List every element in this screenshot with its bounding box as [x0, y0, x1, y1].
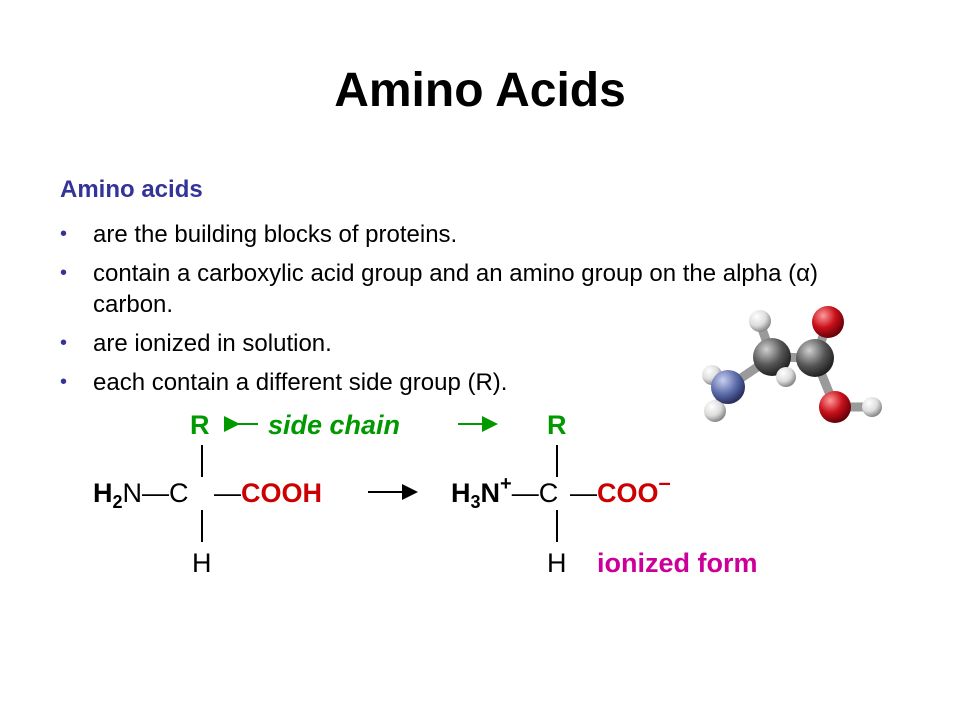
bullet-dot: •	[60, 371, 68, 393]
glycine-molecule-image	[702, 306, 882, 423]
bullet-text: are ionized in solution.	[93, 330, 332, 357]
subheading: Amino acids	[60, 176, 203, 203]
hydrogen-atom	[704, 400, 726, 422]
alpha-symbol: α	[796, 260, 810, 287]
h-atom-right: H	[547, 548, 567, 578]
bullet-text: each contain a different side group (R).	[93, 369, 508, 396]
hydrogen-atom	[862, 397, 882, 417]
bullet-text: ) carbon.	[93, 260, 818, 318]
bullet-dot: •	[60, 223, 68, 245]
ionized-form-label: ionized form	[597, 548, 758, 578]
hydrogen-atom	[749, 310, 771, 332]
bullet-text: are the building blocks of proteins.	[93, 221, 458, 248]
carbon-atom	[796, 339, 834, 377]
cooh-group: —COOH	[214, 478, 322, 508]
oxygen-atom	[819, 391, 851, 423]
bond-dash: —	[570, 478, 597, 508]
carbon-atom	[753, 338, 791, 376]
list-item: • are ionized in solution.	[60, 328, 890, 359]
h-atom-left: H	[192, 548, 212, 578]
bullet-dot: •	[60, 262, 68, 284]
coo-group: —COO–	[570, 470, 671, 508]
r-group-left: R	[190, 410, 210, 440]
bond-dash: —	[214, 478, 241, 508]
hydrogen-atom	[776, 367, 796, 387]
h3n-group: H3N+—C	[451, 473, 558, 512]
nitrogen-atom	[711, 370, 745, 404]
r-group-right: R	[547, 410, 567, 440]
list-item: • each contain a different side group (R…	[60, 367, 890, 398]
list-item: • contain a carboxylic acid group and an…	[60, 258, 890, 320]
side-chain-label: side chain	[268, 410, 400, 440]
list-item: • are the building blocks of proteins.	[60, 219, 890, 250]
oxygen-atom	[812, 306, 844, 338]
h2n-group: H2N—C	[93, 478, 189, 512]
bullet-text: contain a carboxylic acid group and an a…	[93, 260, 797, 287]
page-title: Amino Acids	[334, 64, 626, 117]
bullet-dot: •	[60, 332, 68, 354]
bullet-list: • are the building blocks of proteins. •…	[60, 219, 890, 406]
